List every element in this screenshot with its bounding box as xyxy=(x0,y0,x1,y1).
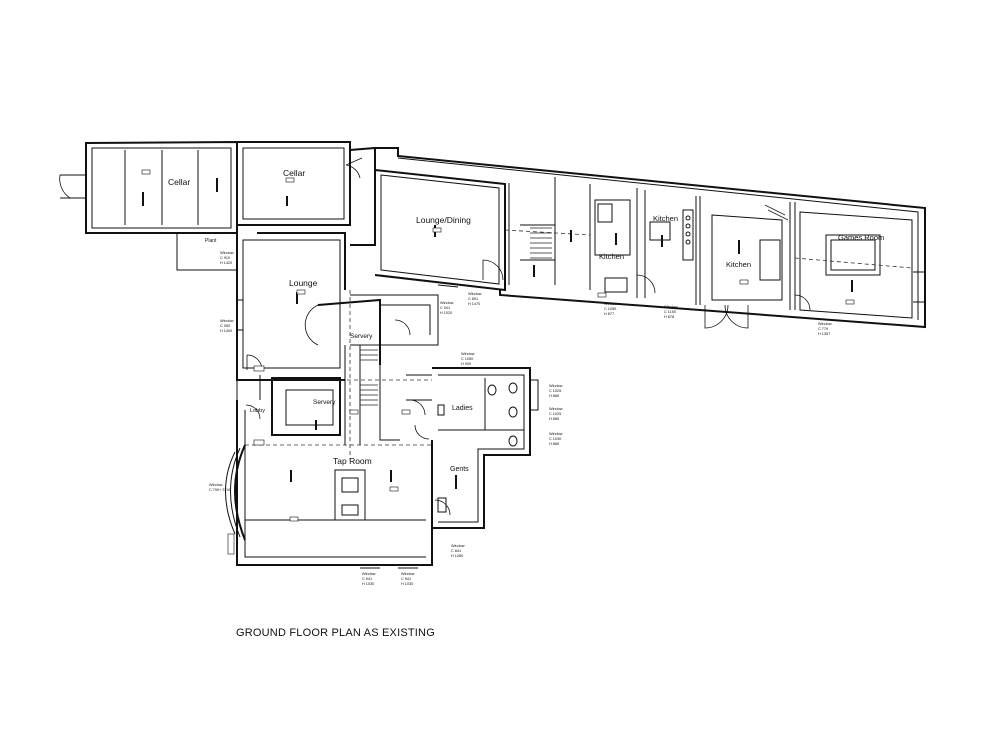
svg-text:C 1050: C 1050 xyxy=(604,307,616,311)
svg-text:Window: Window xyxy=(220,319,234,323)
room-label-plant: Plant xyxy=(205,238,217,244)
sanitary-fittings xyxy=(437,382,518,513)
window-note: Window C 1025 H 885 xyxy=(549,407,563,421)
room-label-servery-upper: Servery xyxy=(350,333,373,340)
window-note: Window C 950 H 1400 xyxy=(220,319,234,333)
room-label-lounge: Lounge xyxy=(289,278,318,288)
window-note: Window C 891 H 1470 xyxy=(468,292,482,306)
window-note: Window C 1050 H 877 xyxy=(604,302,618,316)
svg-text:H 885: H 885 xyxy=(549,442,559,446)
svg-text:C 790+ 3740: C 790+ 3740 xyxy=(209,488,231,492)
svg-text:Window: Window xyxy=(220,251,234,255)
window-note: Window C 790+ 3740 xyxy=(209,483,231,492)
room-label-cellar-1: Cellar xyxy=(168,177,190,187)
svg-text:C 1030: C 1030 xyxy=(549,437,561,441)
svg-text:Window: Window xyxy=(549,407,563,411)
doors xyxy=(245,157,811,516)
svg-text:Window: Window xyxy=(209,483,223,487)
svg-text:H 1400: H 1400 xyxy=(220,329,232,333)
svg-text:Window: Window xyxy=(604,302,618,306)
kitchen-equipment xyxy=(597,203,781,293)
svg-text:H 1280: H 1280 xyxy=(451,554,463,558)
svg-text:C 891: C 891 xyxy=(468,297,478,301)
room-label-tap-room: Tap Room xyxy=(333,456,372,466)
window-notes: Window C 910 H 1420 Window C 950 H 1400 … xyxy=(209,251,832,586)
room-label-gents: Gents xyxy=(450,466,469,473)
window-note: Window C 941 H 1030 xyxy=(401,572,415,586)
room-label-cellar-2: Cellar xyxy=(283,168,305,178)
svg-text:Window: Window xyxy=(451,544,465,548)
svg-text:C 941: C 941 xyxy=(440,306,450,310)
svg-text:Window: Window xyxy=(440,301,454,305)
svg-text:H 885: H 885 xyxy=(549,394,559,398)
room-label-games-room: Games Room xyxy=(838,233,884,242)
svg-text:H 1420: H 1420 xyxy=(220,261,232,265)
svg-text:Window: Window xyxy=(468,292,482,296)
svg-text:H 1020: H 1020 xyxy=(440,311,452,315)
window-note: Window C 1030 H 885 xyxy=(549,432,563,446)
window-note: Window C 941 H 1020 xyxy=(440,301,454,315)
svg-text:Window: Window xyxy=(461,352,475,356)
svg-text:Window: Window xyxy=(362,572,376,576)
svg-text:H 885: H 885 xyxy=(549,417,559,421)
room-label-lounge-dining: Lounge/Dining xyxy=(416,215,471,225)
structure-above-dashed xyxy=(245,229,913,460)
internal-partitions xyxy=(124,150,913,521)
svg-text:C 941: C 941 xyxy=(401,577,411,581)
window-note: Window C 1050 H 900 xyxy=(461,352,475,366)
room-label-lobby: Lobby xyxy=(250,408,265,414)
svg-text:H 877: H 877 xyxy=(604,312,614,316)
svg-text:C 779: C 779 xyxy=(818,327,828,331)
svg-text:C 910: C 910 xyxy=(220,256,230,260)
svg-text:H 878: H 878 xyxy=(664,315,674,319)
svg-text:H 1030: H 1030 xyxy=(401,582,413,586)
window-note: Window C 1025 H 885 xyxy=(549,384,563,398)
svg-text:H 1030: H 1030 xyxy=(362,582,374,586)
svg-text:Window: Window xyxy=(818,322,832,326)
room-label-ladies: Ladies xyxy=(452,405,473,412)
svg-text:C 941: C 941 xyxy=(362,577,372,581)
svg-text:Window: Window xyxy=(401,572,415,576)
svg-text:C 1025: C 1025 xyxy=(549,412,561,416)
svg-text:H 900: H 900 xyxy=(461,362,471,366)
svg-text:Window: Window xyxy=(664,305,678,309)
room-label-servery-lower: Servery xyxy=(313,399,336,406)
svg-text:H 1470: H 1470 xyxy=(468,302,480,306)
drawing-title: GROUND FLOOR PLAN AS EXISTING xyxy=(236,627,435,639)
window-note: Window C 841 H 1280 xyxy=(451,544,465,558)
svg-text:Window: Window xyxy=(549,432,563,436)
window-note: Window C 910 H 1420 xyxy=(220,251,234,265)
svg-text:C 1150: C 1150 xyxy=(664,310,676,314)
svg-text:H 1357: H 1357 xyxy=(818,332,830,336)
window-note: Window C 941 H 1030 xyxy=(362,572,376,586)
bay-window xyxy=(225,444,246,541)
room-label-kitchen-3: Kitchen xyxy=(726,260,751,269)
svg-text:C 950: C 950 xyxy=(220,324,230,328)
room-label-kitchen-2: Kitchen xyxy=(653,214,678,223)
stairs xyxy=(360,204,789,406)
window-note: Window C 1150 H 878 xyxy=(664,305,678,319)
svg-text:C 1025: C 1025 xyxy=(549,389,561,393)
room-labels: Cellar Cellar Plant Lounge/Dining Lounge… xyxy=(168,168,884,473)
window-note: Window C 779 H 1357 xyxy=(818,322,832,336)
svg-text:Window: Window xyxy=(549,384,563,388)
window-openings xyxy=(237,271,926,569)
room-label-kitchen-1: Kitchen xyxy=(599,252,624,261)
svg-text:C 1050: C 1050 xyxy=(461,357,473,361)
svg-text:C 841: C 841 xyxy=(451,549,461,553)
level-markers xyxy=(142,178,853,489)
reference-tags xyxy=(141,169,855,555)
